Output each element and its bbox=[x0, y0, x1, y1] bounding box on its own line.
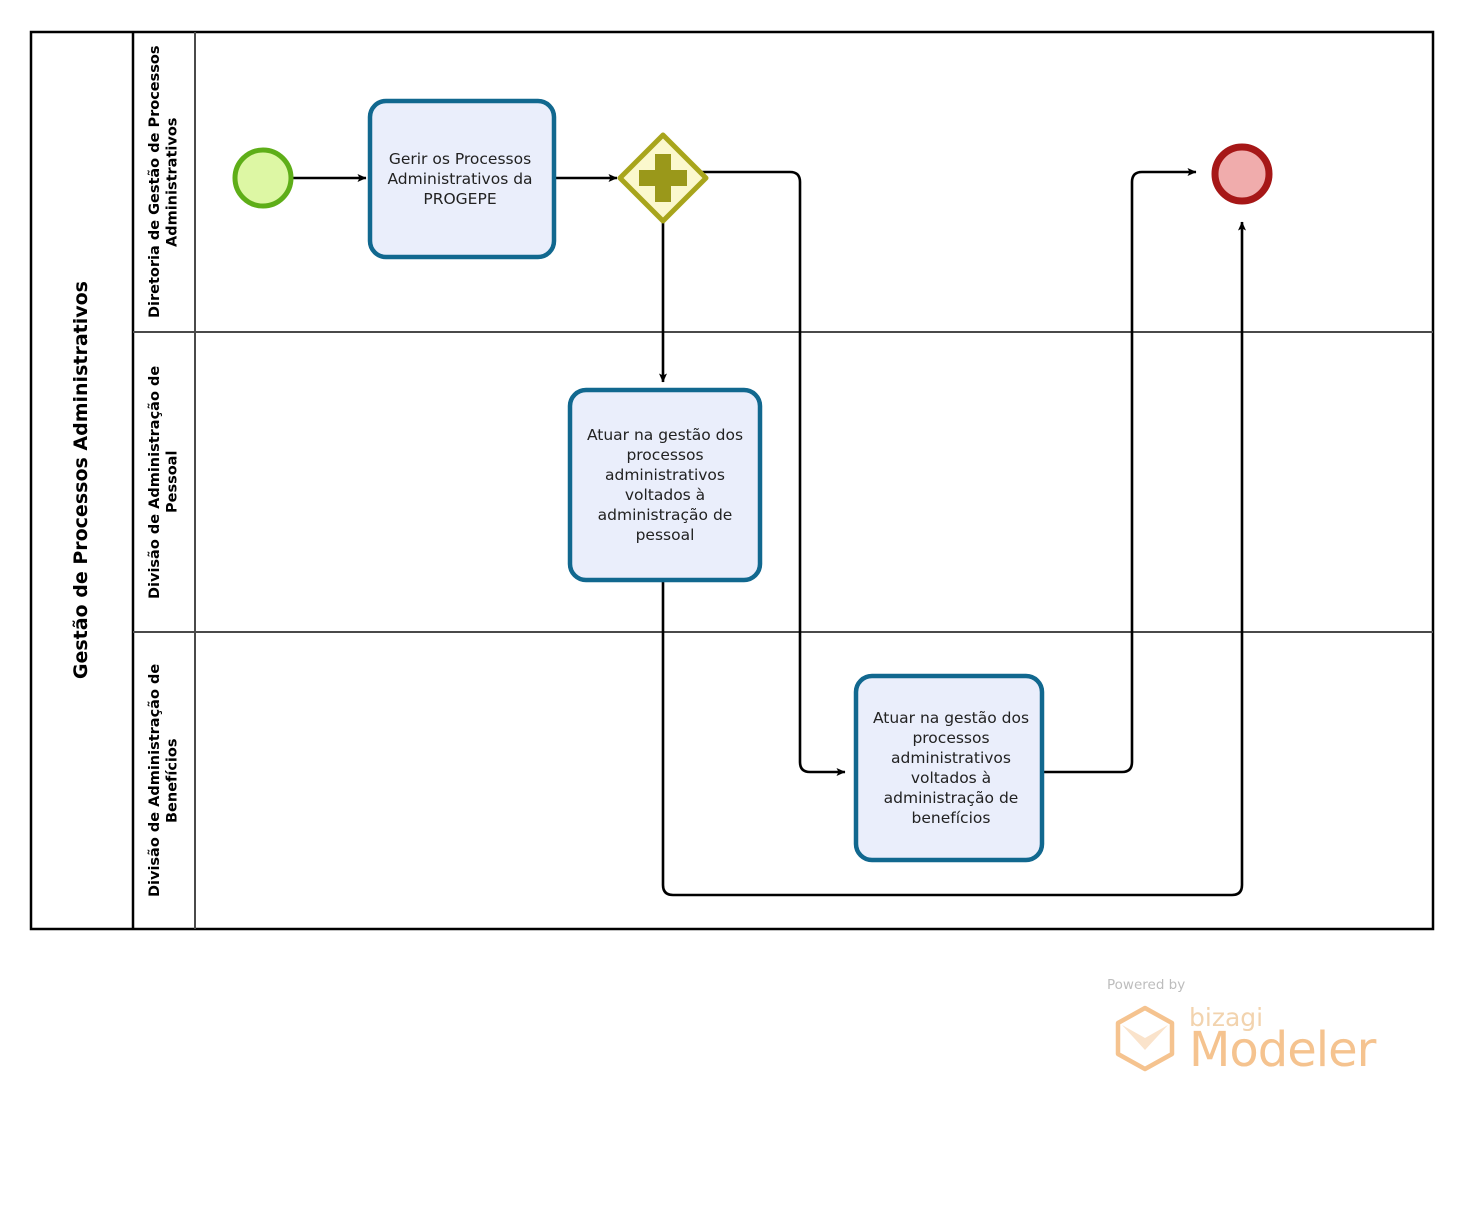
lane-label-diretoria: Diretoria de Gestão de Processos Adminis… bbox=[133, 32, 195, 332]
bizagi-cube-icon bbox=[1115, 1005, 1175, 1072]
powered-by-label: Powered by bbox=[1107, 977, 1186, 993]
sequence-flow-layer bbox=[291, 168, 1246, 897]
task-atuar-beneficios-shape[interactable] bbox=[853, 673, 1045, 863]
task-gerir-processos[interactable] bbox=[367, 98, 557, 260]
task-atuar-pessoal-shape[interactable] bbox=[567, 387, 763, 583]
start-event[interactable] bbox=[232, 147, 294, 209]
lane-label-beneficios-text: Divisão de Administração de Benefícios bbox=[146, 663, 180, 898]
lane-label-beneficios: Divisão de Administração de Benefícios bbox=[133, 632, 195, 929]
flow-gateway-to-beneficios bbox=[701, 170, 846, 776]
task-atuar-beneficios[interactable] bbox=[853, 673, 1045, 863]
flow-beneficios-to-end bbox=[1040, 168, 1197, 774]
task-gerir-shape[interactable] bbox=[367, 98, 557, 260]
lane-label-diretoria-text: Diretoria de Gestão de Processos Adminis… bbox=[146, 45, 180, 319]
plus-icon bbox=[639, 154, 687, 202]
flow-pessoal-to-end bbox=[661, 221, 1246, 897]
lane-label-pessoal-text: Divisão de Administração de Pessoal bbox=[146, 365, 180, 599]
parallel-gateway[interactable] bbox=[617, 132, 709, 224]
pool-title-text: Gestão de Processos Administrativos bbox=[70, 281, 93, 680]
lane-label-pessoal: Divisão de Administração de Pessoal bbox=[133, 332, 195, 632]
end-event[interactable] bbox=[1211, 143, 1273, 205]
end-event-circle[interactable] bbox=[1211, 143, 1273, 205]
pool-title: Gestão de Processos Administrativos bbox=[31, 32, 133, 929]
start-event-circle[interactable] bbox=[232, 147, 294, 209]
modeler-product-text: Modeler bbox=[1189, 1022, 1376, 1078]
task-atuar-pessoal[interactable] bbox=[567, 387, 763, 583]
bizagi-brand-text: bizagi bbox=[1189, 1003, 1264, 1032]
